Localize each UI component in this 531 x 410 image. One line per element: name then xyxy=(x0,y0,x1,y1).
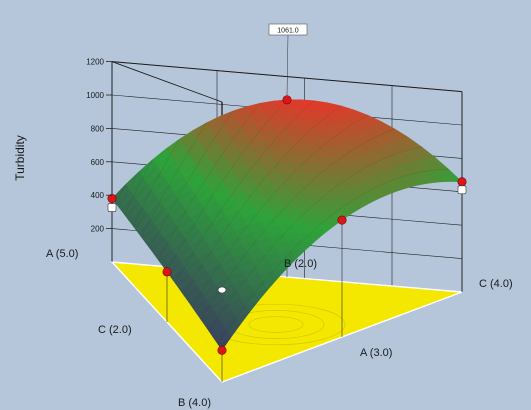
design-point xyxy=(282,95,292,105)
surface-mesh-line xyxy=(141,122,207,238)
design-point-marker xyxy=(107,203,117,212)
surface-mesh-line xyxy=(175,100,315,284)
surface-mesh-line xyxy=(133,139,180,227)
surface-mesh-line xyxy=(158,103,261,261)
z-axis-label: Turbidity xyxy=(13,135,27,181)
surface-mesh-line xyxy=(200,128,395,320)
response-surface xyxy=(111,99,463,351)
design-point xyxy=(162,267,172,277)
vertex-label-b: B (4.0) xyxy=(178,397,211,409)
design-point xyxy=(457,177,467,187)
base-contour xyxy=(248,316,304,333)
surface-mesh-line xyxy=(166,99,288,272)
z-tick-label: 600 xyxy=(91,158,105,167)
surface-mesh-line xyxy=(209,146,422,332)
gridline-horizontal xyxy=(111,61,463,92)
vertex-label-a: A (5.0) xyxy=(46,248,78,260)
surface-mesh-line xyxy=(116,184,126,205)
design-point xyxy=(107,194,117,204)
design-point-marker xyxy=(217,286,227,294)
max-flag-connector xyxy=(286,34,289,96)
edge-label-a: A (3.0) xyxy=(360,347,392,359)
surface-mesh-line xyxy=(192,115,368,308)
z-tick-label: 1000 xyxy=(86,91,104,100)
z-tick-label: 200 xyxy=(91,225,105,234)
max-flag: 1061.0 xyxy=(268,23,308,36)
z-tick-label: 1200 xyxy=(86,58,104,67)
edge-label-c: C (2.0) xyxy=(98,324,132,336)
design-point-marker xyxy=(457,185,467,195)
top-diagonal xyxy=(111,61,223,103)
base-triangle xyxy=(110,261,463,383)
z-tick-label: 800 xyxy=(91,124,105,133)
surface-mesh-line xyxy=(183,105,341,296)
max-flag-label: 1061.0 xyxy=(277,28,299,35)
surface-mesh-line xyxy=(149,110,234,249)
edge-label-b: B (2.0) xyxy=(284,258,317,270)
vertex-label-c: C (4.0) xyxy=(479,278,513,290)
surface-mesh-line xyxy=(217,168,449,345)
surface-mesh-line xyxy=(124,159,153,216)
max-flag-box xyxy=(268,23,308,36)
design-point xyxy=(337,215,347,225)
design-point xyxy=(217,345,227,355)
z-tick-label: 400 xyxy=(91,191,105,200)
z-ticks: 200 400 600 800 1000 1200 xyxy=(86,58,112,234)
design-points xyxy=(107,34,467,355)
